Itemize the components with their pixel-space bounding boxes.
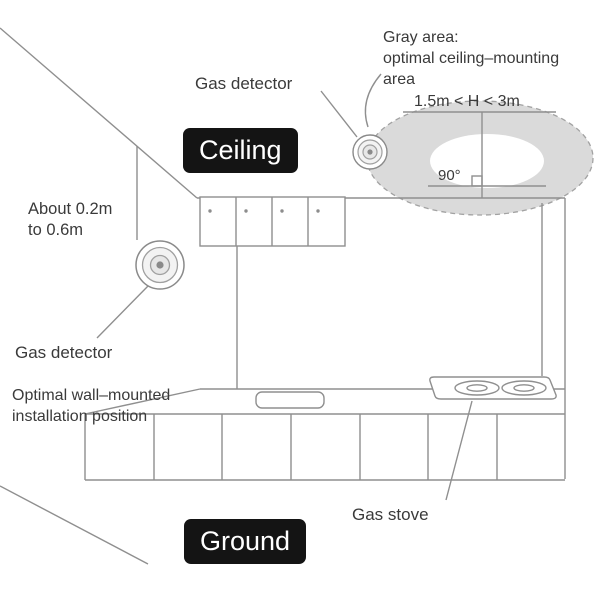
- wall-cabinet: [199, 196, 346, 247]
- height-range-label: 1.5m < H < 3m: [414, 93, 520, 110]
- distance-note-line2: to 0.6m: [28, 221, 84, 239]
- wall-position-note-line2: installation position: [12, 408, 148, 425]
- cabinet-handle: [280, 209, 284, 213]
- gas-detector-wall-label: Gas detector: [15, 343, 113, 362]
- gray-area-note: Gray area: optimal ceiling–mounting area: [383, 27, 559, 90]
- gas-detector-wall-pointer: [96, 284, 150, 339]
- gray-area-note-line1: Gray area:: [383, 29, 459, 46]
- gas-detector-ceiling-pointer: [320, 90, 358, 138]
- sink: [255, 391, 325, 409]
- gas-stove-label: Gas stove: [352, 505, 429, 524]
- distance-note: About 0.2m to 0.6m: [28, 199, 112, 241]
- wall-gas-detector: [135, 240, 185, 290]
- cabinet-handle: [208, 209, 212, 213]
- cabinet-handle: [244, 209, 248, 213]
- angle-label: 90°: [438, 167, 461, 184]
- ground-badge: Ground: [184, 519, 307, 564]
- stove-burner-right: [501, 380, 547, 396]
- gray-area-pointer: [364, 73, 382, 128]
- gas-stove-pointer: [445, 400, 473, 501]
- gray-area-note-line3: area: [383, 71, 416, 88]
- ceiling-gas-detector: [352, 134, 388, 170]
- ceiling-slope-line: [0, 27, 198, 199]
- right-angle-mark: [471, 175, 483, 187]
- cabinet-handle: [316, 209, 320, 213]
- stove-burner-left: [454, 380, 500, 396]
- ceiling-mount-area-hole: [430, 134, 544, 188]
- gas-stove: [429, 376, 557, 400]
- ceiling-badge: Ceiling: [183, 128, 298, 173]
- gray-area-note-line2: optimal ceiling–mounting: [383, 50, 560, 67]
- distance-note-line1: About 0.2m: [28, 200, 113, 218]
- wall-position-note: Optimal wall–mounted installation positi…: [12, 385, 170, 427]
- gas-detector-ceiling-label: Gas detector: [195, 74, 293, 93]
- wall-position-note-line1: Optimal wall–mounted: [12, 387, 171, 404]
- floor-line: [0, 485, 149, 565]
